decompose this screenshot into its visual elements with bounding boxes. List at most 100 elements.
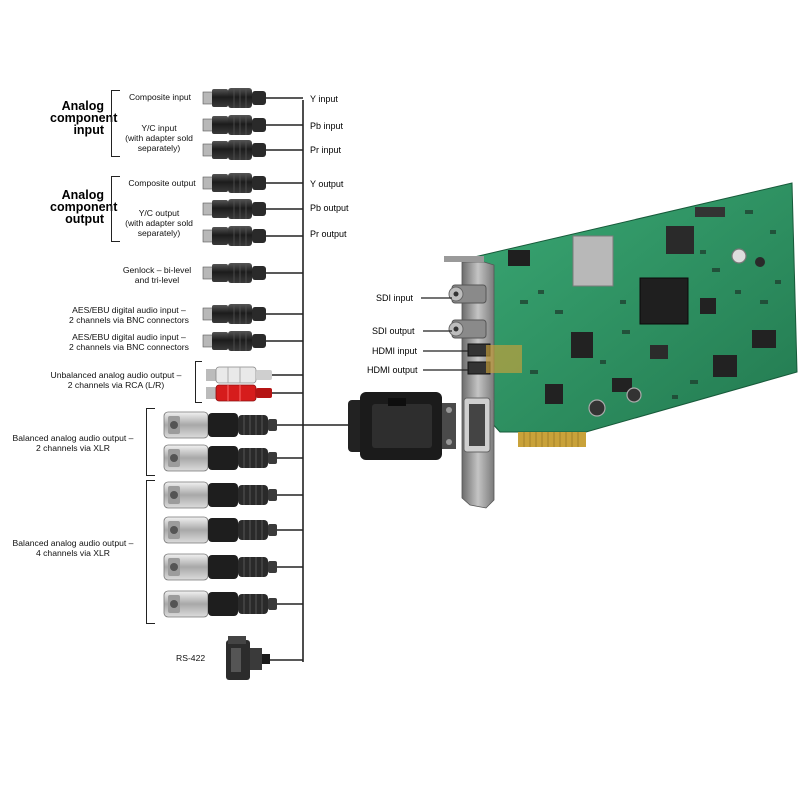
label-line: (with adapter sold [125,218,193,228]
heading-line: component [50,200,118,214]
rs422-connector [226,636,270,680]
label-line: 2 channels via XLR [35,443,111,453]
hdmi-jacks [486,345,522,373]
bnc-connector [202,199,266,219]
label-line: 4 channels via XLR [35,548,111,558]
heading-line: input [73,123,104,137]
analog-output-bracket [111,176,120,242]
bracket-tab [444,256,484,262]
genlock-label: Genlock – bi-level and tri-level [112,265,202,285]
chip [650,345,668,359]
chip [571,332,593,358]
rca-output-label: Unbalanced analog audio output – 2 chann… [42,370,190,390]
hdmi-input-label: HDMI input [372,346,418,356]
yc-output-label: Y/C output (with adapter sold separately… [115,208,203,238]
label-line: AES/EBU digital audio input – [72,305,186,315]
hdmi-output-port [467,361,491,375]
xlr-connector [163,444,277,472]
xlr-connector [163,411,277,439]
logo-chip [666,226,694,254]
sdi-input-port [448,284,487,304]
pr-input-label: Pr input [310,145,342,155]
label-line: Y/C input [141,123,177,133]
label-line: AES/EBU digital audio input – [72,332,186,342]
dvi-breakout-plug [348,392,456,460]
xlr2-bracket [146,408,155,476]
label-line: and tri-level [134,275,180,285]
composite-input-label: Composite input [120,92,200,102]
sdi-output-port [448,319,487,339]
analog-input-bracket [111,90,120,157]
xlr-2ch-label: Balanced analog audio output – 2 channel… [4,433,142,453]
aes-input-2-label: AES/EBU digital audio input – 2 channels… [62,332,196,352]
analog-component-output-heading: Analog component output [50,188,118,226]
heading-line: output [65,212,104,226]
card-bracket [461,261,495,509]
rs422-label: RS-422 [176,653,216,663]
main-processor-chip [639,277,689,325]
label-line: Unbalanced analog audio output – [50,370,182,380]
label-line: 2 channels via BNC connectors [69,315,189,325]
xlr-connector [163,516,277,544]
capacitor [755,257,765,267]
bnc-connector [202,88,266,108]
composite-output-label: Composite output [117,178,207,188]
bnc-connector [202,173,266,193]
label-line: Composite output [128,178,196,188]
xlr-connector [163,481,277,509]
capture-card [444,182,798,509]
capacitor [588,399,606,417]
connector-wires [266,97,303,661]
bnc-connector [202,331,266,351]
aes-input-1-label: AES/EBU digital audio input – 2 channels… [62,305,196,325]
header-pins [695,207,725,217]
label-line: separately) [137,228,181,238]
xlr-connectors [163,411,277,618]
sdi-input-label: SDI input [376,293,414,303]
bnc-connector [202,226,266,246]
sdi-output-label: SDI output [372,326,415,336]
hdmi-input-port [467,343,491,357]
card-leader-lines [421,297,468,371]
label-line: RS-422 [176,653,206,663]
bnc-connector [202,140,266,160]
chip [545,384,563,404]
label-line: 2 channels via RCA (L/R) [67,380,165,390]
xlr-connector [163,590,277,618]
pr-output-label: Pr output [310,229,347,239]
bnc-connector [202,304,266,324]
xlr-4ch-label: Balanced analog audio output – 4 channel… [4,538,142,558]
bnc-connectors [202,88,266,351]
capacitor [731,248,747,264]
label-line: separately) [137,143,181,153]
chip [713,355,737,377]
chip [612,378,632,392]
dvi-socket [463,397,491,453]
rca-bracket [195,361,202,403]
bnc-connector [202,115,266,135]
label-line: Composite input [128,92,192,102]
label-line: Balanced analog audio output – [12,538,134,548]
label-line: Balanced analog audio output – [12,433,134,443]
analog-component-input-heading: Analog component input [50,99,118,137]
hdmi-output-label: HDMI output [367,365,418,375]
chip [508,250,530,266]
label-line: 2 channels via BNC connectors [69,342,189,352]
pb-input-label: Pb input [310,121,344,131]
y-output-label: Y output [310,179,344,189]
shielded-chip [572,235,614,287]
heading-line: Analog [61,99,104,113]
label-line: Genlock – bi-level [122,265,192,275]
label-line: (with adapter sold [125,133,193,143]
y-input-label: Y input [310,94,338,104]
heading-line: component [50,111,118,125]
heading-line: Analog [61,188,104,202]
capacitor [626,387,642,403]
rca-red-connector [206,384,272,402]
pb-output-label: Pb output [310,203,349,213]
label-line: Y/C output [138,208,180,218]
xlr4-bracket [146,480,155,624]
xlr-connector [163,553,277,581]
